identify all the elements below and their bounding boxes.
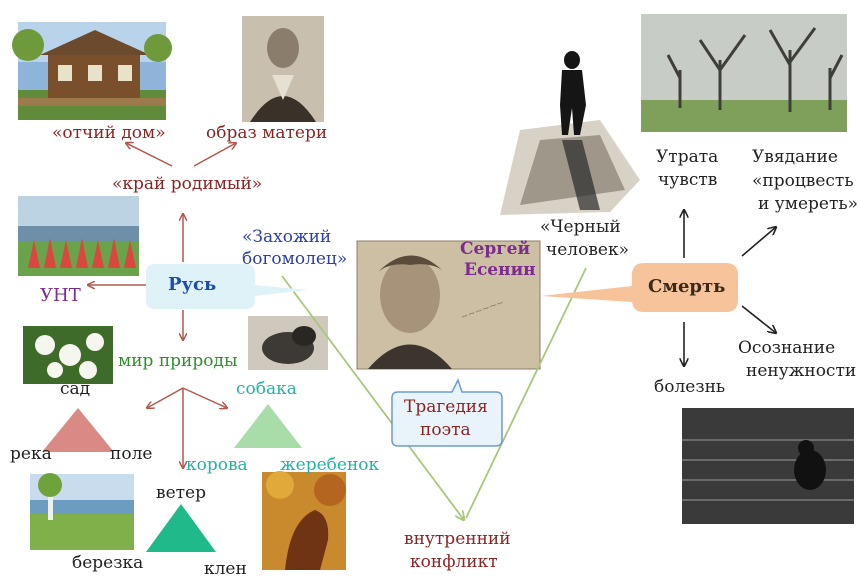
label-vnutrenny-1: внутренний	[404, 529, 511, 549]
label-zakhozhy-1: «Захожий	[242, 227, 332, 247]
label-esenin-2: Есенин	[464, 260, 536, 280]
label-kray-rodimy: «край родимый»	[112, 174, 263, 194]
flowers-photo	[23, 326, 113, 384]
label-bolezn: болезнь	[654, 377, 726, 397]
foggy-trees-photo	[641, 14, 847, 132]
label-uvyadanie-3: и умереть»	[758, 194, 859, 214]
label-korova: корова	[186, 455, 248, 475]
horse-photo	[262, 471, 346, 570]
label-tragedia-1: Трагедия	[404, 397, 488, 417]
arrow-smert-to-uvyadanie	[741, 227, 776, 257]
label-cherny-2: человек»	[546, 240, 629, 260]
arrow-kray-to-mother	[193, 143, 236, 167]
triangle-sad	[42, 408, 114, 452]
label-zakhozhy-2: богомолец»	[242, 249, 348, 269]
label-zherebenok: жеребенок	[280, 455, 380, 475]
label-reka: река	[10, 444, 52, 464]
label-veter: ветер	[156, 483, 206, 503]
label-osoznanie-1: Осознание	[738, 338, 836, 358]
label-sobaka: собака	[236, 379, 297, 399]
label-utrata-2: чувств	[658, 170, 718, 190]
label-otchiy-dom: «отчий дом»	[52, 123, 166, 143]
stairs-photo	[682, 408, 854, 524]
esenin-portrait: ~~~~~~	[356, 240, 541, 370]
label-rus: Русь	[168, 274, 217, 295]
arrow-smert-to-osoznanie	[741, 305, 776, 333]
label-utrata-1: Утрата	[656, 147, 719, 167]
lake-photo	[30, 473, 134, 550]
label-mir-prirody: мир природы	[118, 351, 238, 371]
label-smert: Смерть	[648, 276, 726, 297]
label-obraz-materi: образ матери	[206, 123, 328, 143]
label-berezka: березка	[72, 553, 144, 573]
label-vnutrenny-2: конфликт	[410, 552, 498, 572]
tragedia-box	[391, 378, 503, 447]
label-uvyadanie-1: Увядание	[752, 147, 838, 167]
house-photo	[12, 22, 172, 120]
label-cherny-1: «Черный	[540, 217, 621, 237]
label-pole: поле	[110, 444, 153, 464]
label-sad: сад	[60, 379, 91, 399]
black-man-photo	[500, 51, 640, 215]
label-tragedia-2: поэта	[420, 420, 471, 440]
label-osoznanie-2: ненужности	[746, 361, 857, 381]
dog-photo	[248, 316, 328, 370]
triangle-trees	[146, 504, 216, 552]
triangle-animals	[234, 404, 302, 448]
label-unt: УНТ	[40, 285, 81, 306]
label-uvyadanie-2: «процвесть	[752, 171, 854, 191]
mother-photo	[242, 16, 324, 122]
label-klen: клен	[204, 559, 247, 579]
smert-box	[541, 263, 738, 312]
folk-photo	[18, 196, 139, 276]
arrow-kray-to-dom	[126, 143, 173, 167]
conflict-line-left	[281, 275, 464, 520]
arrow-nature-to-left	[147, 387, 184, 408]
arrow-nature-to-right	[182, 387, 227, 408]
label-esenin-1: Сергей	[460, 239, 531, 259]
conflict-line-right	[465, 267, 587, 519]
rus-box	[146, 264, 308, 309]
